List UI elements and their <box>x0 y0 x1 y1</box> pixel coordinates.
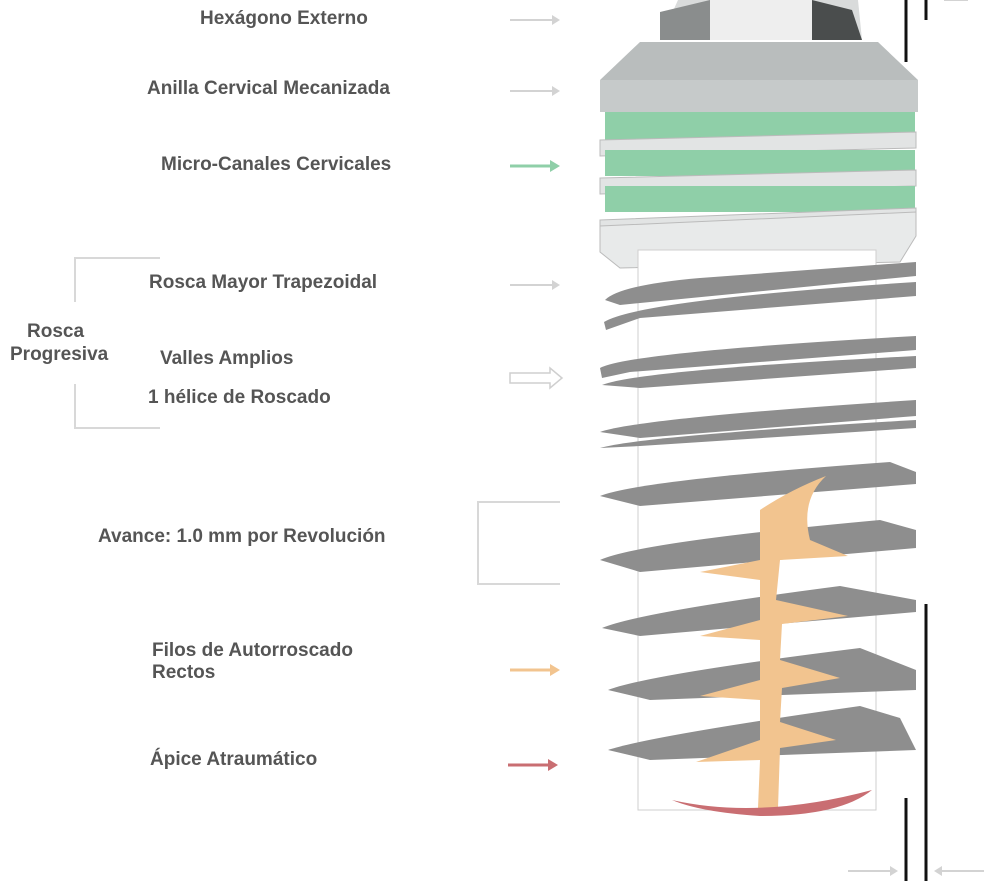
cervical-collar <box>600 42 918 112</box>
threads <box>600 262 916 760</box>
hexagon-head <box>660 0 862 40</box>
label-helice: 1 hélice de Roscado <box>148 387 331 408</box>
apex-red <box>672 790 872 816</box>
arrow-filos <box>510 664 560 676</box>
label-rosca-progresiva-1: Rosca <box>27 321 85 342</box>
label-micro-canales: Micro-Canales Cervicales <box>161 154 392 175</box>
label-valles-amplios: Valles Amplios <box>160 348 294 369</box>
label-rosca-mayor: Rosca Mayor Trapezoidal <box>149 272 378 293</box>
label-filos-2: Rectos <box>152 662 216 683</box>
arrow-bottom-right <box>934 866 984 876</box>
label-hexagono-externo: Hexágono Externo <box>200 8 368 29</box>
arrow-microcanales <box>510 160 560 172</box>
arrow-hexagono <box>510 15 560 25</box>
arrow-anilla <box>510 86 560 96</box>
self-tapping-blade <box>696 476 848 808</box>
arrow-apice <box>508 759 558 771</box>
arrow-bottom-left <box>848 866 898 876</box>
label-anilla-cervical: Anilla Cervical Mecanizada <box>147 78 390 99</box>
pitch-bracket <box>477 501 560 585</box>
arrow-valles <box>509 366 564 390</box>
label-apice: Ápice Atraumático <box>150 749 318 770</box>
progressive-bracket <box>74 257 160 429</box>
label-filos-1: Filos de Autorroscado <box>152 640 353 661</box>
label-avance: Avance: 1.0 mm por Revolución <box>98 526 386 547</box>
label-rosca-progresiva-2: Progresiva <box>10 344 109 365</box>
arrow-rosca <box>510 280 560 290</box>
